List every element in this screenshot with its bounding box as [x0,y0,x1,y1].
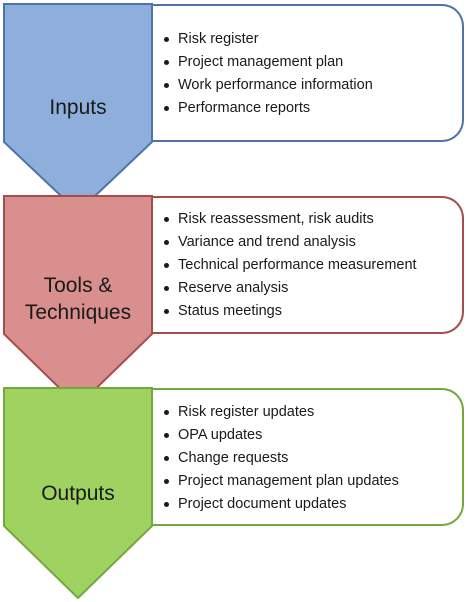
list-item: Risk reassessment, risk audits [164,208,417,231]
list-item: Risk register updates [164,401,399,424]
list-item: OPA updates [164,424,399,447]
list-item: Project document updates [164,493,399,516]
tools-techniques-chevron: Tools & Techniques [0,194,156,408]
inputs-chevron: Inputs [0,2,156,214]
list-item-text: Performance reports [178,100,311,116]
outputs-card: Risk register updates OPA updates Change… [152,388,464,526]
bullet-icon [164,240,169,245]
list-item: Reserve analysis [164,277,417,300]
list-item-text: Risk reassessment, risk audits [178,211,374,227]
list-item: Project management plan updates [164,470,399,493]
list-item-text: Reserve analysis [178,280,289,296]
bullet-icon [164,217,169,222]
bullet-icon [164,410,169,415]
bullet-icon [164,286,169,291]
list-item-text: Work performance information [178,77,373,93]
list-item-text: OPA updates [178,427,263,443]
inputs-label: Inputs [49,96,107,119]
list-item: Risk register [164,28,373,51]
list-item: Project management plan [164,51,373,74]
list-item-text: Variance and trend analysis [178,234,356,250]
bullet-icon [164,479,169,484]
list-item: Work performance information [164,74,373,97]
bullet-icon [164,263,169,268]
list-item-text: Technical performance measurement [178,257,417,273]
inputs-card: Risk register Project management plan Wo… [152,4,464,142]
bullet-icon [164,60,169,65]
bullet-icon [164,37,169,42]
list-item-text: Risk register updates [178,404,315,420]
inputs-list: Risk register Project management plan Wo… [164,28,373,120]
list-item-text: Project document updates [178,496,347,512]
list-item: Performance reports [164,97,373,120]
bullet-icon [164,502,169,507]
list-item-text: Project management plan [178,54,344,70]
bullet-icon [164,433,169,438]
bullet-icon [164,456,169,461]
outputs-chevron: Outputs [0,386,156,600]
bullet-icon [164,309,169,314]
list-item-text: Project management plan updates [178,473,399,489]
chevron-down-icon [3,195,153,408]
bullet-icon [164,106,169,111]
list-item: Status meetings [164,300,417,323]
tools-techniques-list: Risk reassessment, risk audits Variance … [164,208,417,323]
list-item-text: Change requests [178,450,289,466]
list-item: Variance and trend analysis [164,231,417,254]
outputs-label: Outputs [41,482,115,505]
outputs-list: Risk register updates OPA updates Change… [164,401,399,516]
bullet-icon [164,83,169,88]
list-item-text: Risk register [178,31,259,47]
list-item: Technical performance measurement [164,254,417,277]
list-item-text: Status meetings [178,303,282,319]
chevron-down-icon [3,3,153,214]
chevron-down-icon [3,387,153,600]
list-item: Change requests [164,447,399,470]
tools-techniques-label: Tools & Techniques [24,274,132,324]
tools-techniques-card: Risk reassessment, risk audits Variance … [152,196,464,334]
